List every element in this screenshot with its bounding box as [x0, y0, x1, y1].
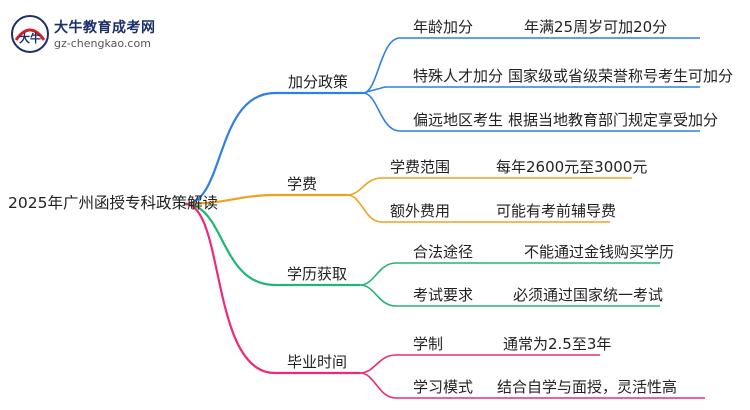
branch-connector-policy: [184, 37, 700, 206]
leaf-value-duration: 通常为2.5至3年: [503, 335, 612, 353]
leaf-label-duration: 学制: [413, 335, 444, 353]
branch-label-graduation: 毕业时间: [287, 353, 348, 371]
leaf-label-remote-area: 偏远地区考生: [413, 111, 504, 129]
branch-connector-degree: [184, 202, 660, 307]
leaf-value-tuition-range: 每年2600元至3000元: [496, 158, 648, 176]
root-topic: 2025年广州函授专科政策解读: [8, 194, 218, 212]
leaf-value-legal-path: 不能通过金钱购买学历: [524, 243, 675, 261]
leaf-value-exam-requirement: 必须通过国家统一考试: [513, 286, 664, 304]
leaf-label-talent-bonus: 特殊人才加分: [413, 67, 504, 85]
leaf-value-extra-fees: 可能有考前辅导费: [496, 202, 617, 220]
logo-mark-icon: 大牛: [11, 15, 49, 53]
logo-url: gz-chengkao.com: [54, 37, 151, 50]
leaf-value-study-mode: 结合自学与面授，灵活性高: [497, 378, 678, 396]
branch-label-degree: 学历获取: [287, 265, 348, 283]
branch-connector-graduation: [184, 202, 705, 399]
leaf-label-tuition-range: 学费范围: [390, 158, 451, 176]
site-logo: 大牛 大牛教育成考网 gz-chengkao.com: [10, 14, 160, 54]
leaf-label-age-bonus: 年龄加分: [413, 18, 474, 36]
logo-name: 大牛教育成考网: [54, 20, 156, 36]
leaf-label-study-mode: 学习模式: [413, 378, 474, 396]
branch-label-tuition: 学费: [287, 175, 318, 193]
leaf-value-talent-bonus: 国家级或省级荣誉称号考生可加分: [508, 67, 734, 85]
leaf-value-remote-area: 根据当地教育部门规定享受加分: [508, 111, 719, 129]
branch-label-policy: 加分政策: [288, 73, 349, 91]
leaf-label-extra-fees: 额外费用: [390, 202, 451, 220]
leaf-value-age-bonus: 年满25周岁可加20分: [524, 18, 668, 36]
leaf-label-legal-path: 合法途径: [413, 243, 474, 261]
logo-mark-text: 大牛: [19, 31, 41, 45]
branch-connector-tuition: [184, 177, 632, 223]
leaf-label-exam-requirement: 考试要求: [413, 286, 474, 304]
